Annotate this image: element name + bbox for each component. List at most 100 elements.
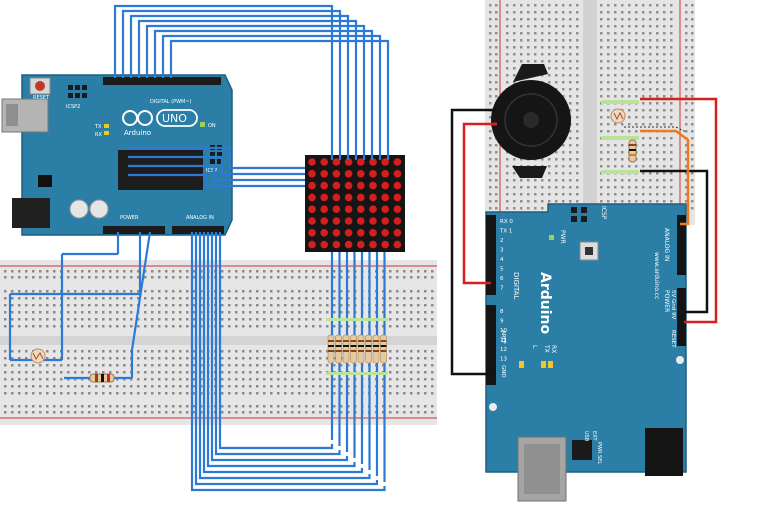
right-digital-label: DIGITAL	[512, 272, 520, 299]
right-sensor-circuit	[601, 100, 639, 174]
matrix-led	[393, 193, 402, 202]
matrix-led	[357, 217, 365, 225]
left-resistor	[89, 373, 115, 383]
matrix-led	[344, 229, 353, 237]
matrix-led	[308, 158, 316, 166]
matrix-led	[320, 170, 329, 178]
matrix-led	[320, 205, 329, 213]
digital-pin-label: 5	[500, 267, 504, 273]
left-tx-label: TX	[94, 124, 102, 130]
matrix-led	[308, 217, 316, 225]
left-brand-label: Arduino	[124, 129, 151, 137]
left-model-label: UNO	[162, 112, 187, 125]
resistor	[327, 334, 335, 364]
right-pwr-pins-label: 5V Gnd 9V	[670, 290, 676, 319]
matrix-led	[381, 229, 390, 237]
matrix-led	[381, 205, 390, 213]
right-url-label: www.arduino.cc	[653, 252, 660, 299]
matrix-led	[308, 193, 316, 202]
right-gnd-label: GND	[500, 365, 506, 378]
matrix-led	[320, 193, 329, 202]
digital-pin-label: 10	[500, 328, 507, 334]
digital-pin-label: 13	[500, 357, 507, 363]
left-ldr	[30, 348, 46, 364]
left-arduino-board: RESET ICSP2 TX RX UNO Arduino DIGITAL (P…	[1, 74, 233, 236]
left-sensor-circuit	[8, 231, 152, 383]
right-ldr	[610, 108, 626, 124]
left-digital-label: DIGITAL (PWM~)	[150, 99, 192, 105]
matrix-led	[320, 229, 329, 237]
matrix-led	[332, 205, 341, 213]
right-resistor	[628, 139, 637, 163]
digital-pin-label: 6	[500, 276, 504, 282]
digital-pin-label: 7	[500, 286, 504, 292]
digital-pin-label: 11	[500, 338, 507, 344]
matrix-led	[344, 193, 353, 202]
resistor	[357, 334, 365, 364]
digital-pin-label: 3	[500, 248, 504, 254]
matrix-led	[344, 170, 353, 178]
right-pwr-label: PWR	[559, 230, 566, 244]
matrix-led	[381, 170, 390, 178]
matrix-led	[393, 217, 402, 225]
matrix-led	[393, 181, 402, 190]
matrix-led	[308, 229, 316, 237]
matrix-led	[357, 193, 365, 202]
digital-pin-label: 12	[500, 347, 507, 353]
matrix-led	[357, 170, 365, 178]
right-analog-label: ANALOG IN	[663, 228, 670, 261]
resistor	[350, 334, 357, 364]
matrix-led	[369, 205, 377, 213]
matrix-led	[332, 240, 341, 249]
matrix-led	[308, 181, 316, 190]
matrix-led	[320, 240, 329, 249]
right-reset-label: RESET	[670, 330, 676, 348]
matrix-led	[344, 205, 353, 213]
matrix-led	[344, 181, 353, 190]
matrix-led	[393, 229, 402, 237]
matrix-led	[344, 158, 353, 166]
matrix-led	[308, 240, 316, 249]
matrix-led	[357, 181, 365, 190]
right-aref-label: AREF	[500, 330, 506, 344]
matrix-led	[369, 181, 377, 190]
left-arduino-logo: UNO Arduino	[122, 109, 198, 137]
matrix-led	[369, 240, 377, 249]
matrix-led	[369, 217, 377, 225]
matrix-led	[357, 205, 365, 213]
right-wires	[450, 97, 718, 376]
matrix-led	[332, 193, 341, 202]
matrix-led	[381, 240, 390, 249]
matrix-led	[332, 217, 341, 225]
resistor	[365, 334, 372, 364]
right-ext-label: EXT	[591, 431, 597, 441]
right-rx-label: RX	[550, 345, 557, 353]
matrix-led	[393, 158, 402, 166]
digital-pin-label: 2	[500, 238, 504, 244]
matrix-led	[369, 170, 377, 178]
left-reset-label: RESET	[33, 95, 50, 101]
right-brand-label: Arduino	[537, 272, 553, 334]
resistor	[342, 334, 350, 364]
right-power-label: POWER	[663, 290, 670, 312]
led-matrix	[305, 155, 405, 252]
right-icsp-label: ICSP	[600, 206, 607, 220]
matrix-led	[381, 193, 390, 202]
digital-pin-label: 8	[500, 309, 504, 315]
right-usb-label: USB	[583, 431, 589, 442]
left-on-label: ON	[208, 123, 216, 129]
matrix-led	[344, 240, 353, 249]
left-icsp2-label: ICSP2	[66, 104, 80, 110]
resistor-bank	[326, 318, 388, 375]
matrix-led	[357, 158, 365, 166]
matrix-led	[381, 181, 390, 190]
matrix-led	[381, 158, 390, 166]
right-pwr-sel-label: PWR SEL	[596, 442, 602, 464]
left-power-label: POWER	[120, 215, 139, 221]
resistor	[372, 334, 380, 364]
digital-pin-label: RX 0	[500, 219, 513, 225]
right-l-label: L	[531, 345, 538, 349]
digital-pin-label: 4	[500, 257, 504, 263]
matrix-led	[357, 229, 365, 237]
